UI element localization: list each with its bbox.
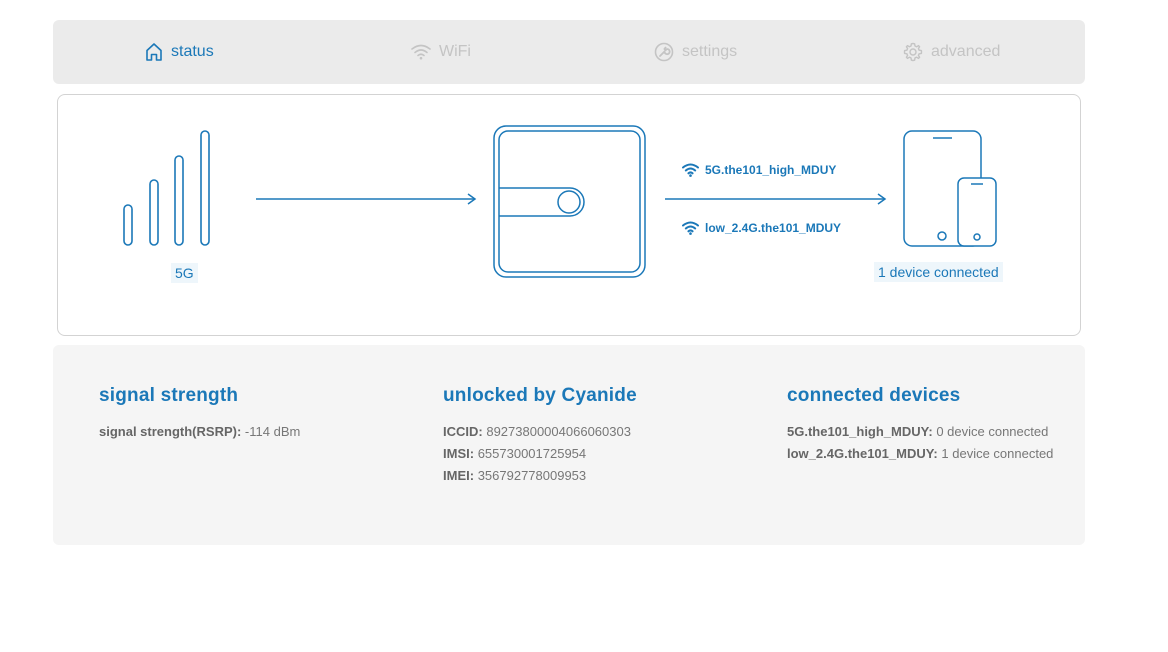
sim-info-section: unlocked by Cyanide ICCID: 8927380000406… <box>443 385 763 487</box>
wifi-icon <box>682 163 699 177</box>
signal-bars-icon <box>123 130 210 246</box>
gear-icon <box>903 42 923 62</box>
signal-type-label: 5G <box>171 263 198 283</box>
info-row: IMSI: 655730001725954 <box>443 446 587 461</box>
ssid-5g-label: 5G.the101_high_MDUY <box>705 163 837 177</box>
info-row: 5G.the101_high_MDUY: 0 device connected <box>787 424 1049 439</box>
connected-devices-section: connected devices 5G.the101_high_MDUY: 0… <box>787 385 1107 465</box>
info-panel: signal strength signal strength(RSRP): -… <box>53 345 1085 545</box>
tab-status[interactable]: status <box>145 20 214 84</box>
home-icon <box>145 42 163 62</box>
arrow-right-icon <box>256 193 477 205</box>
tab-advanced-label: advanced <box>931 43 1001 60</box>
tab-advanced[interactable]: advanced <box>903 20 1000 84</box>
ssid-2-4g: low_2.4G.the101_MDUY <box>682 221 841 235</box>
tab-settings-label: settings <box>682 43 738 60</box>
section-title: unlocked by Cyanide <box>443 385 637 406</box>
tab-status-label: status <box>171 43 214 60</box>
tab-wifi-label: WiFi <box>439 43 471 60</box>
info-row: ICCID: 89273800004066060303 <box>443 424 631 439</box>
section-title: connected devices <box>787 385 961 406</box>
signal-strength-section: signal strength signal strength(RSRP): -… <box>99 385 419 443</box>
wifi-icon <box>411 44 431 60</box>
devices-icon <box>903 130 997 247</box>
info-row: IMEI: 356792778009953 <box>443 468 587 483</box>
wrench-icon <box>654 42 674 62</box>
top-nav: status WiFi settings advanced <box>53 20 1085 84</box>
diagram-graphics <box>123 125 997 278</box>
network-diagram: 5G 5G.the101_high_MDUY low_2.4G.the101_M… <box>57 94 1081 336</box>
arrow-right-icon <box>665 193 887 205</box>
router-icon <box>493 125 646 278</box>
tab-settings[interactable]: settings <box>654 20 737 84</box>
ssid-5g: 5G.the101_high_MDUY <box>682 163 836 177</box>
tab-wifi[interactable]: WiFi <box>411 20 471 84</box>
section-title: signal strength <box>99 385 239 406</box>
info-row: low_2.4G.the101_MDUY: 1 device connected <box>787 446 1054 461</box>
devices-connected-label: 1 device connected <box>874 262 1003 282</box>
info-row: signal strength(RSRP): -114 dBm <box>99 424 301 439</box>
wifi-icon <box>682 221 699 235</box>
ssid-2-4g-label: low_2.4G.the101_MDUY <box>705 221 842 235</box>
